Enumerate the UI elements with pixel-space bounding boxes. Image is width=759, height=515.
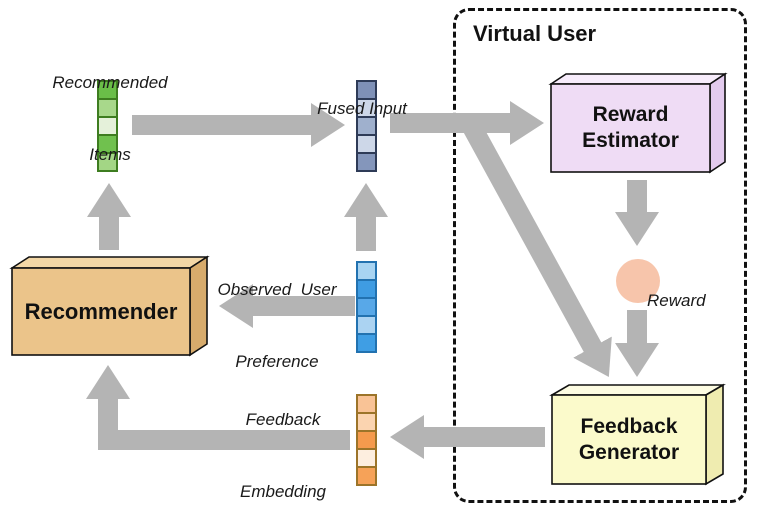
reward-estimator-box-top-face	[548, 73, 728, 85]
reward-circle	[616, 259, 660, 303]
recommender-box-label: Recommender	[12, 268, 190, 355]
observed-user-preference-label: Observed User Preference	[199, 230, 355, 422]
virtual-user-region: Virtual User	[453, 8, 747, 503]
vector-cell	[356, 315, 377, 335]
vector-cell	[356, 430, 377, 450]
fused-input-label: Fused Input	[297, 49, 427, 169]
recommended-items-label: Recommended Items	[10, 23, 210, 215]
reward-estimator-label-line2: Estimator	[582, 129, 679, 152]
vector-cell	[356, 152, 377, 172]
feedback-embedding-label: Feedback Embedding	[208, 360, 358, 515]
vector-cell	[356, 279, 377, 299]
vector-cell	[97, 152, 118, 172]
vector-cell	[356, 412, 377, 432]
vector-cell	[356, 394, 377, 414]
reward-estimator-box-label: Reward Estimator	[551, 84, 710, 172]
vector-cell	[356, 297, 377, 317]
arrow-group	[85, 100, 660, 460]
feedback-generator-box-label: Feedback Generator	[552, 395, 706, 484]
observed-preference-vector	[356, 261, 377, 353]
feedback-generator-box-front-face	[551, 394, 707, 485]
recommended-items-vector	[97, 80, 118, 172]
feedback-generator-box-side-face	[705, 383, 724, 486]
reward-estimator-box-side-face	[709, 72, 726, 174]
recommended-items-label-line1: Recommended	[52, 73, 168, 92]
box-group	[9, 72, 728, 486]
arrow-embedding-to-recommender-icon	[85, 365, 350, 450]
fused-input-label-text: Fused Input	[317, 99, 407, 118]
virtual-user-title: Virtual User	[473, 21, 597, 46]
feedback-generator-label-line1: Feedback	[580, 414, 678, 438]
arrow-fused-to-generator-icon	[463, 122, 612, 377]
recommender-box-top-face	[9, 256, 210, 269]
reward-estimator-box-front-face	[550, 83, 711, 173]
reward-estimator-label-line1: Reward	[592, 103, 669, 126]
recommender-box-label-text: Recommender	[24, 298, 178, 324]
reward-label: Reward	[647, 241, 727, 361]
recommended-items-label-line2: Items	[89, 145, 131, 164]
feedback-embedding-label-line1: Feedback	[245, 410, 321, 429]
feedback-embedding-label-line2: Embedding	[239, 482, 326, 501]
recommender-box-front-face	[11, 267, 191, 356]
fused-input-vector	[356, 80, 377, 172]
feedback-generator-label-line2: Generator	[578, 440, 680, 464]
feedback-embedding-vector	[356, 394, 377, 486]
vector-cell	[356, 333, 377, 353]
vector-cell	[356, 261, 377, 281]
observed-user-label-line2: Preference	[235, 352, 319, 371]
feedback-generator-box-top-face	[549, 384, 726, 396]
vector-cell	[356, 466, 377, 486]
observed-user-label-line1: Observed User	[217, 280, 337, 299]
reward-label-text: Reward	[647, 291, 706, 310]
vector-cell	[356, 448, 377, 468]
